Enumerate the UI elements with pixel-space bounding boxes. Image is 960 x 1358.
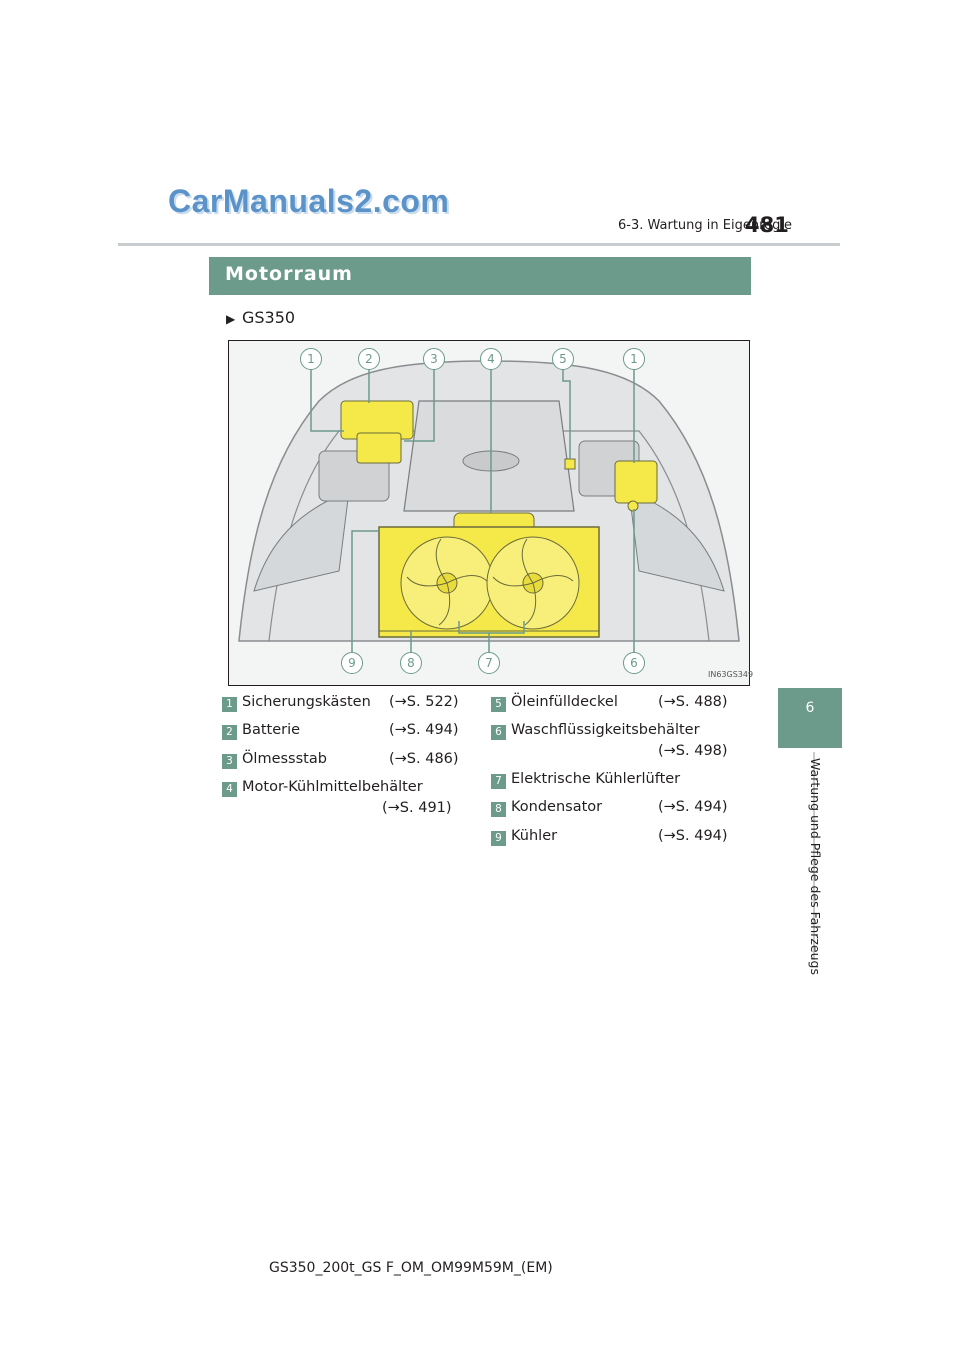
legend-label: Motor-Kühlmittelbehälter (242, 779, 423, 795)
chapter-tab (778, 688, 842, 748)
callout-7: 7 (478, 652, 500, 674)
page-reference: (→S. 494) (658, 828, 728, 844)
page-reference: (→S. 488) (658, 694, 728, 710)
page-reference: (→S. 494) (658, 799, 728, 815)
page-reference: (→S. 522) (389, 694, 459, 710)
legend-number: 3 (222, 754, 237, 769)
watermark-logo: CarManuals2.com (168, 183, 450, 219)
engine-bay-illustration: 1 2 3 4 5 1 9 8 7 6 (228, 340, 750, 686)
legend-label: Elektrische Kühlerlüfter (511, 771, 681, 787)
chapter-title: Wartung und Pflege des Fahrzeugs (808, 758, 823, 975)
legend-number: 4 (222, 782, 237, 797)
callout-4: 4 (480, 348, 502, 370)
section-banner (209, 257, 751, 295)
callout-5: 5 (552, 348, 574, 370)
page-reference: (→S. 498) (658, 743, 728, 759)
triangle-right-icon: ▶ (226, 312, 236, 326)
chapter-number: 6 (805, 700, 815, 716)
legend-number: 9 (491, 831, 506, 846)
legend-label: Batterie (242, 722, 301, 738)
section-reference: 6-3. Wartung in Eigenregie (618, 218, 793, 233)
callout-1: 1 (300, 348, 322, 370)
page-reference: (→S. 491) (382, 800, 452, 816)
legend-number: 8 (491, 802, 506, 817)
section-title: Motorraum (225, 263, 353, 285)
model-label: GS350 (242, 308, 296, 327)
legend-label: Sicherungskästen (242, 694, 371, 710)
legend-number: 5 (491, 697, 506, 712)
legend-label: Waschflüssigkeitsbehälter (511, 722, 700, 738)
page-number: 481 (745, 213, 789, 237)
callout-1: 1 (623, 348, 645, 370)
callout-8: 8 (400, 652, 422, 674)
legend-label: Kühler (511, 828, 558, 844)
callout-2: 2 (358, 348, 380, 370)
page-reference: (→S. 486) (389, 751, 459, 767)
figure-code: IN63GS349 (708, 670, 754, 679)
chapter-divider (813, 752, 815, 960)
document-code: GS350_200t_GS F_OM_OM99M59M_(EM) (269, 1260, 553, 1276)
callout-3: 3 (423, 348, 445, 370)
legend-number: 1 (222, 697, 237, 712)
legend-label: Öleinfülldeckel (511, 694, 618, 710)
legend-number: 6 (491, 725, 506, 740)
legend-label: Ölmessstab (242, 751, 327, 767)
legend-label: Kondensator (511, 799, 603, 815)
legend-number: 2 (222, 725, 237, 740)
header-divider (118, 243, 840, 246)
legend-number: 7 (491, 774, 506, 789)
callout-6: 6 (623, 652, 645, 674)
callout-9: 9 (341, 652, 363, 674)
page-reference: (→S. 494) (389, 722, 459, 738)
